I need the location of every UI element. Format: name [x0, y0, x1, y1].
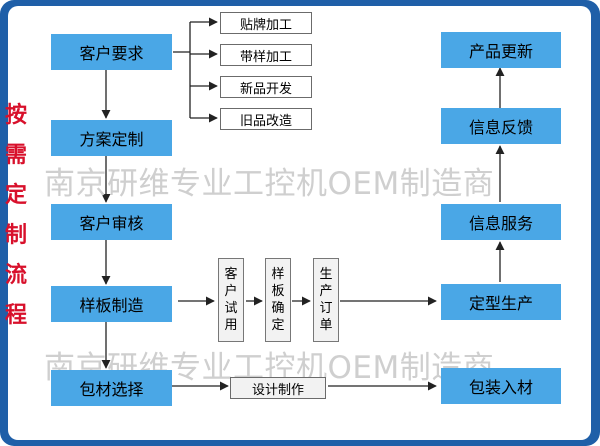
step-char: 板 — [271, 284, 285, 299]
node-sample-manufacture: 样板制造 — [51, 286, 172, 322]
node-product-update: 产品更新 — [441, 32, 561, 68]
step-char: 单 — [319, 318, 333, 333]
step-production-order: 生 产 订 单 — [313, 258, 339, 342]
step-char: 客 — [224, 267, 238, 282]
side-title-char: 按 — [4, 103, 27, 128]
side-title-char: 程 — [4, 303, 27, 328]
node-info-service: 信息服务 — [441, 204, 561, 240]
step-sample-confirmation: 样 板 确 定 — [265, 258, 291, 342]
watermark-top: 南京研维专业工控机OEM制造商 — [44, 166, 495, 202]
side-title-char: 定 — [4, 183, 27, 208]
node-customer-review: 客户审核 — [51, 204, 172, 240]
option-sample-processing: 带样加工 — [220, 44, 312, 66]
step-char: 产 — [319, 284, 333, 299]
step-char: 用 — [224, 318, 238, 333]
step-char: 生 — [319, 267, 333, 282]
node-solution-design: 方案定制 — [51, 120, 172, 156]
option-oem: 贴牌加工 — [220, 12, 312, 34]
node-mass-production: 定型生产 — [441, 284, 561, 320]
step-char: 试 — [224, 301, 238, 316]
step-char: 订 — [319, 301, 333, 316]
node-packaging-materials: 包装入材 — [441, 368, 561, 404]
step-char: 确 — [271, 301, 285, 316]
step-char: 样 — [271, 267, 285, 282]
option-new-product: 新品开发 — [220, 76, 312, 98]
side-title-char: 流 — [4, 263, 27, 288]
side-title: 按 需 定 制 流 程 — [2, 96, 30, 336]
side-title-char: 制 — [4, 223, 27, 248]
node-info-feedback: 信息反馈 — [441, 108, 561, 144]
step-customer-trial: 客 户 试 用 — [218, 258, 244, 342]
step-design-production: 设计制作 — [230, 377, 326, 399]
step-char: 户 — [224, 284, 238, 299]
node-customer-requirement: 客户要求 — [51, 34, 172, 70]
option-old-product-redesign: 旧品改造 — [220, 108, 312, 130]
node-packaging-selection: 包材选择 — [51, 370, 172, 406]
step-char: 定 — [271, 318, 285, 333]
side-title-char: 需 — [4, 143, 27, 168]
